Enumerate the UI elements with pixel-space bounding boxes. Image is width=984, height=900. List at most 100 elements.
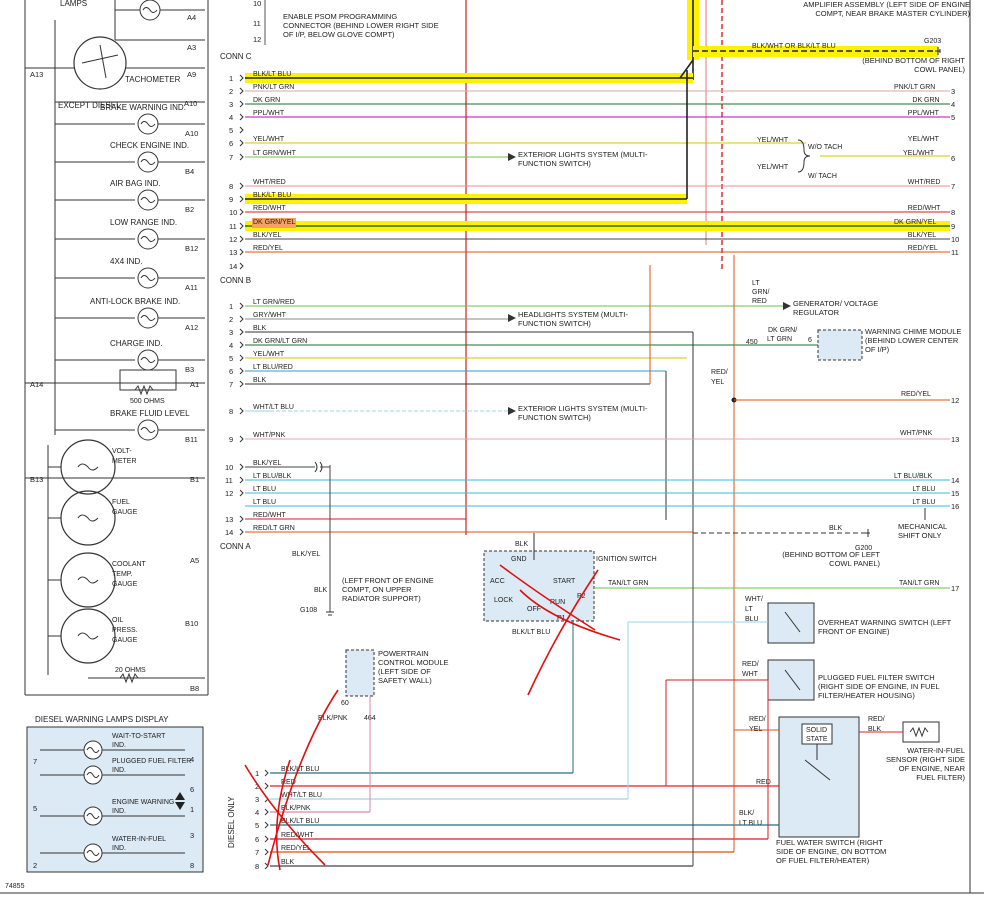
water-in-fuel-sensor: RED/ BLK WATER-IN-FUEL SENSOR (RIGHT SID… bbox=[859, 716, 965, 782]
svg-text:13: 13 bbox=[951, 435, 959, 444]
diesel-lamp-label: WAIT-TO-START bbox=[112, 733, 166, 740]
fuel-water-switch: SOLID STATE RED/ YEL RED BLK/ LT BLU FUE… bbox=[739, 716, 886, 865]
g203-location: (BEHIND BOTTOM OF RIGHT COWL PANEL) bbox=[862, 56, 965, 74]
wire-label-right: LT BLU/BLK bbox=[894, 473, 933, 480]
wire-right-pin: 10 bbox=[951, 235, 959, 244]
wire-label: BLK/LT BLU bbox=[281, 818, 319, 825]
wire-pin: 4 bbox=[229, 341, 233, 350]
wire-label-right: LT BLU bbox=[912, 499, 935, 506]
diesel-lamp-label: ENGINE WARNING bbox=[112, 799, 174, 806]
wire-pin: 12 bbox=[225, 489, 233, 498]
wire-label: PNK/LT GRN bbox=[253, 84, 294, 91]
svg-text:4: 4 bbox=[190, 755, 194, 764]
wire-pin: 14 bbox=[229, 262, 237, 271]
svg-text:LT: LT bbox=[752, 280, 760, 287]
w-tach-label: W/ TACH bbox=[808, 173, 837, 180]
wire-label: RED/YEL bbox=[253, 245, 283, 252]
svg-text:BLK: BLK bbox=[829, 525, 843, 532]
wire-label: RED/LT GRN bbox=[253, 525, 295, 532]
gauge-label: GAUGE bbox=[112, 509, 138, 516]
lamp-label: 4X4 IND. bbox=[110, 257, 142, 266]
wire-label: RED bbox=[281, 779, 296, 786]
wire-pin: 9 bbox=[229, 435, 233, 444]
wire-label: YEL/WHT bbox=[253, 136, 285, 143]
pin-a3: A3 bbox=[187, 43, 196, 52]
lamp-label: LOW RANGE IND. bbox=[110, 218, 177, 227]
svg-text:BLK: BLK bbox=[314, 587, 328, 594]
resistor-500-label: 500 OHMS bbox=[130, 398, 165, 405]
diesel-lamp-label: IND. bbox=[112, 742, 126, 749]
wire-pin: 1 bbox=[229, 74, 233, 83]
lamp-pin: A11 bbox=[185, 283, 198, 292]
wire-label: LT BLU bbox=[253, 499, 276, 506]
tachometer-gauge: A13 A9 TACHOMETER EXCEPT DIESEL bbox=[25, 36, 205, 110]
wire-label: RED/WHT bbox=[253, 512, 286, 519]
pin-a13: A13 bbox=[30, 70, 43, 79]
gauge-label: VOLT- bbox=[112, 448, 132, 455]
diesel-lamp-label: IND. bbox=[112, 808, 126, 815]
svg-text:12: 12 bbox=[253, 35, 261, 44]
svg-text:BLK/YEL: BLK/YEL bbox=[292, 551, 321, 558]
amplifier-assembly-text: AMPLIFIER ASSEMBLY (LEFT SIDE OF ENGINE … bbox=[803, 0, 970, 18]
wire-label: LT BLU/RED bbox=[253, 364, 293, 371]
wire-pin: 9 bbox=[229, 195, 233, 204]
resistor-500-ohm: 500 OHMS A14 A1 bbox=[25, 369, 205, 405]
wire-label: BLK bbox=[281, 859, 295, 866]
powertrain-control-module: POWERTRAIN CONTROL MODULE (LEFT SIDE OF … bbox=[318, 649, 449, 722]
lamp-pin: A10 bbox=[185, 129, 198, 138]
enable-psom-text: ENABLE PSOM PROGRAMMING CONNECTOR (BEHIN… bbox=[283, 12, 439, 39]
wire-label: LT GRN/RED bbox=[253, 299, 295, 306]
svg-text:A5: A5 bbox=[190, 556, 199, 565]
gauge-label: METER bbox=[112, 458, 137, 465]
wire-label: LT BLU bbox=[253, 486, 276, 493]
wire-pin: 13 bbox=[229, 248, 237, 257]
wire-right-pin: 15 bbox=[951, 489, 959, 498]
wire-label: BLK/LT BLU bbox=[253, 71, 291, 78]
gauge-label: GAUGE bbox=[112, 581, 138, 588]
svg-text:B13: B13 bbox=[30, 475, 43, 484]
diesel-lamp: WAIT-TO-START IND. bbox=[40, 733, 185, 760]
conn-c-wire: 5 bbox=[229, 126, 244, 135]
g203-wire-label: BLK/WHT OR BLK/LT BLU bbox=[752, 43, 836, 50]
wire-label: LT BLU/BLK bbox=[253, 473, 292, 480]
svg-text:BLK: BLK bbox=[868, 726, 882, 733]
wire-label-right: PNK/LT GRN bbox=[894, 84, 935, 91]
svg-text:STATE: STATE bbox=[806, 736, 828, 743]
svg-text:YEL/WHT: YEL/WHT bbox=[757, 164, 789, 171]
svg-text:A14: A14 bbox=[30, 380, 43, 389]
svg-text:RED/YEL: RED/YEL bbox=[901, 391, 931, 398]
svg-text:A1: A1 bbox=[190, 380, 199, 389]
svg-text:B8: B8 bbox=[190, 684, 199, 693]
svg-text:10: 10 bbox=[253, 0, 261, 8]
cluster-top-label: LAMPS bbox=[60, 0, 87, 8]
diesel-only-label: DIESEL ONLY bbox=[227, 796, 236, 848]
svg-text:RED: RED bbox=[752, 298, 767, 305]
wire-label-right: RED/WHT bbox=[908, 205, 941, 212]
svg-text:6: 6 bbox=[190, 785, 194, 794]
gauge-label: GAUGE bbox=[112, 637, 138, 644]
